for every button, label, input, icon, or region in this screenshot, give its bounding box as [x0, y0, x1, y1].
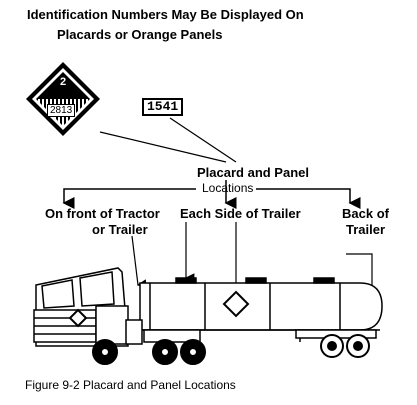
tank-trailer [139, 277, 383, 342]
pointer-lines [99, 117, 237, 163]
front-label-line-1: On front of Tractor [45, 206, 160, 221]
locations-title: Placard and Panel [197, 165, 309, 180]
locations-subtitle: Locations [202, 181, 254, 195]
figure-caption: Figure 9-2 Placard and Panel Locations [25, 378, 236, 392]
tractor-front-placard [68, 308, 88, 328]
orange-panel: 1541 [142, 98, 184, 116]
placard-class-number: 2 [60, 76, 66, 88]
sides-label: Each Side of Trailer [180, 206, 301, 221]
back-label-line-2: Trailer [346, 222, 386, 237]
location-bracket [62, 180, 361, 209]
leader-lines [131, 222, 373, 292]
back-label-line-1: Back of [342, 206, 389, 221]
large-placard: 2 [26, 62, 100, 136]
front-label-line-2: or Trailer [92, 222, 148, 237]
heading-line-1: Identification Numbers May Be Displayed … [27, 7, 304, 22]
wheels [92, 334, 370, 365]
placard-un-number: 2813 [47, 104, 76, 117]
trailer-side-placard [222, 290, 250, 318]
tractor-cab [33, 267, 201, 347]
heading-line-2: Placards or Orange Panels [57, 27, 223, 42]
